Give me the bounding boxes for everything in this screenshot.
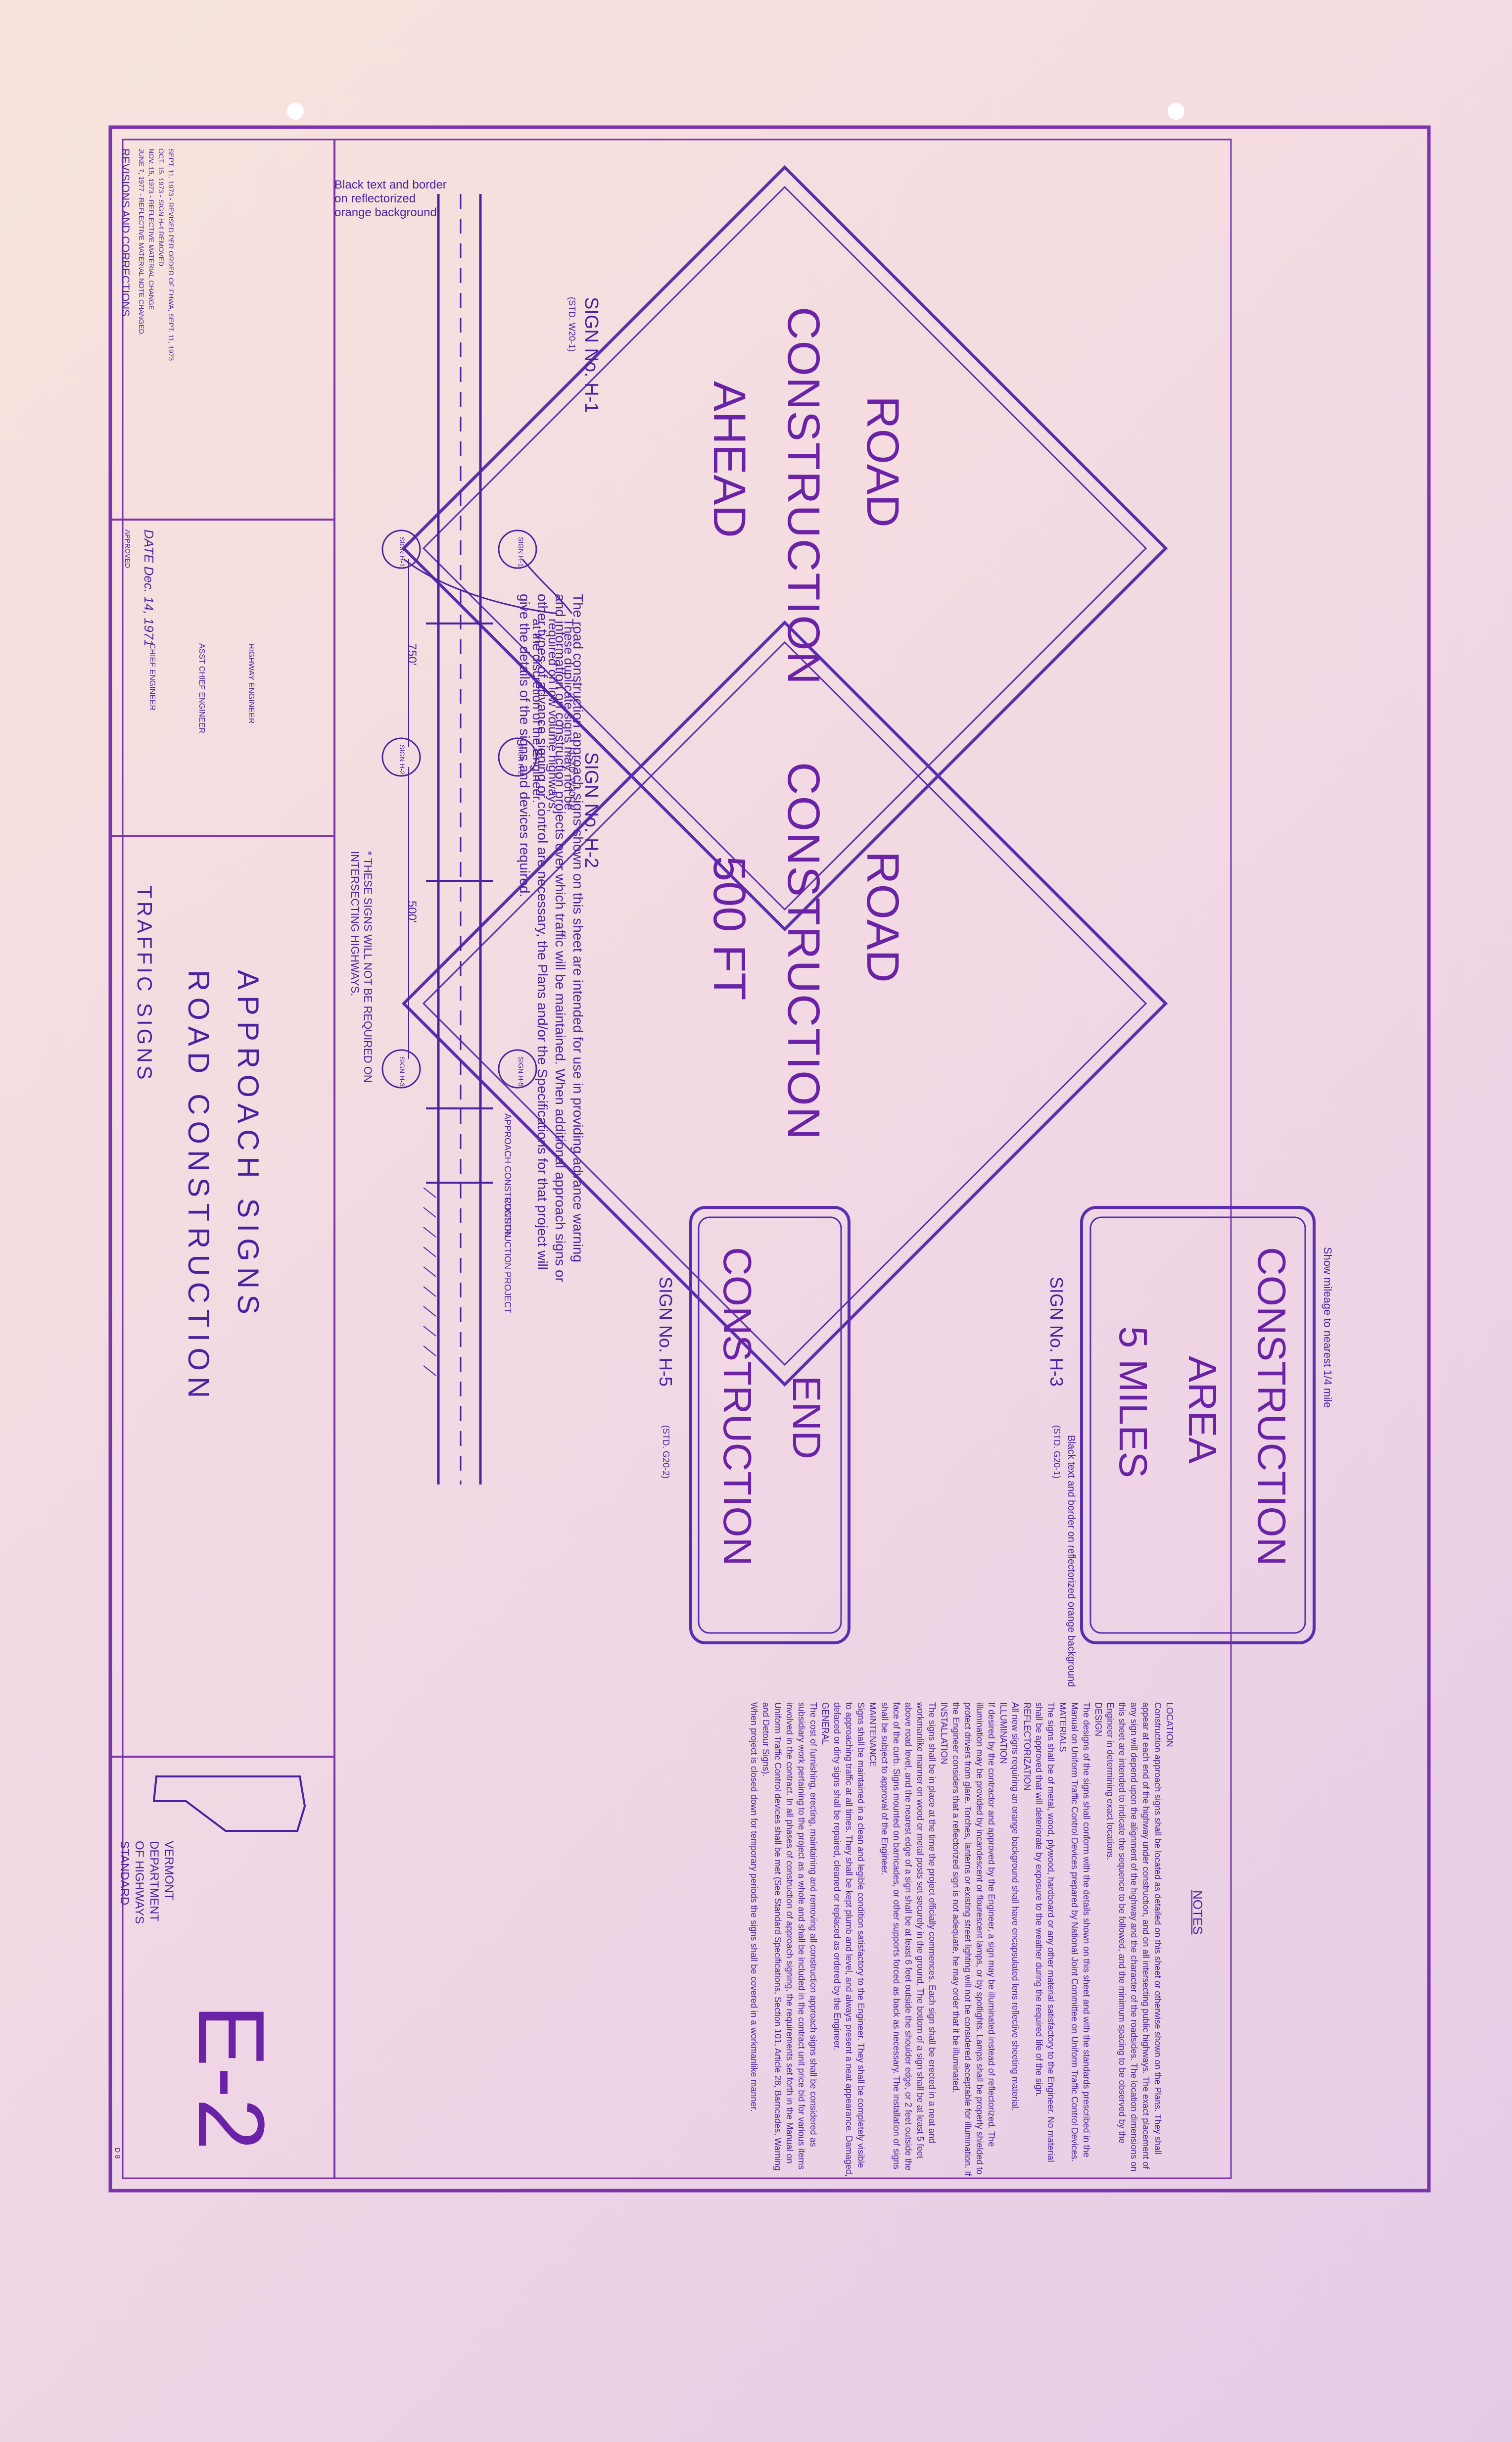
intersecting-note: * THESE SIGNS WILL NOT BE REQUIRED ON IN… xyxy=(349,851,374,1086)
duplicate-note-text: These duplicate signs may not be require… xyxy=(530,619,576,816)
department-name: VERMONT DEPARTMENT OF HIGHWAYS STANDARD xyxy=(118,1841,176,1924)
chief-engineer: CHIEF ENGINEER xyxy=(148,643,156,711)
sign-label-h1-top: SIGN H-1 xyxy=(517,537,525,567)
sign-h2-line1: ROAD xyxy=(857,851,908,983)
sign-h5-line2: CONSTRUCTION xyxy=(715,1247,759,1566)
sign-label-h3: SIGN H-3 xyxy=(398,1056,406,1087)
drawing-code: D-8 xyxy=(114,2148,122,2159)
notes-body: LOCATION Construction approach signs sha… xyxy=(749,1702,1175,2177)
approved-date: DATE Dec. 14, 1971 xyxy=(142,529,156,647)
sign-h3-line3: 5 MILES xyxy=(1111,1326,1155,1478)
sign-label-h5: SIGN H-5 xyxy=(517,1056,525,1087)
revisions-heading: REVISIONS AND CORRECTIONS xyxy=(119,148,132,317)
sign-h3-mileage: Show mileage to nearest 1/4 mile xyxy=(1322,1247,1334,1408)
notes-heading: NOTES xyxy=(1190,1890,1205,1935)
sheet-group: TRAFFIC SIGNS xyxy=(133,886,156,1083)
sign-h2-line2: CONSTRUCTION xyxy=(778,762,829,1141)
sign-h1-caption: SIGN No. H-1 xyxy=(581,297,602,413)
highway-engineer: HIGHWAY ENGINEER xyxy=(247,643,255,724)
punch-hole-right xyxy=(1168,103,1184,120)
sign-h3-line2: AREA xyxy=(1181,1356,1225,1464)
sign-h3-line1: CONSTRUCTION xyxy=(1250,1247,1294,1566)
punch-hole-left xyxy=(287,103,304,120)
construction-project-label: CONSTRUCTION PROJECT xyxy=(503,1197,513,1313)
distance-750: 750' xyxy=(405,643,419,666)
sign-h2-line3: 500 FT xyxy=(704,856,755,1001)
asst-chief-engineer: ASST CHIEF ENGINEER xyxy=(197,643,206,733)
sign-h1-note: Black text and border on reflectorized o… xyxy=(334,178,447,219)
sign-label-h1-bottom: SIGN H-1 xyxy=(398,537,406,567)
sign-h5-caption: SIGN No. H-5 xyxy=(656,1277,676,1387)
sign-h1-line1: ROAD xyxy=(857,396,908,527)
sign-h5-line1: END xyxy=(785,1376,829,1459)
approved-label: APPROVED xyxy=(124,529,132,568)
sign-label-h2-top: SIGN H-2 xyxy=(517,745,525,775)
sign-h3-std: (STD. G20-1) xyxy=(1052,1425,1062,1479)
distance-500: 500' xyxy=(405,901,419,923)
sheet-title-line2: APPROACH SIGNS xyxy=(232,970,265,1321)
sign-h1-std: (STD. W20-1) xyxy=(567,297,577,352)
sign-h1-line3: AHEAD xyxy=(704,381,755,538)
sheet-number: E-2 xyxy=(179,2004,284,2151)
sign-label-h2-bottom: SIGN H-2 xyxy=(398,745,406,775)
sign-h1-line2: CONSTRUCTION xyxy=(778,307,829,686)
sign-h3-note: Black text and border on reflectorized o… xyxy=(1066,1435,1077,1687)
sign-h3-caption: SIGN No. H-3 xyxy=(1046,1277,1067,1387)
revisions-body: SEPT. 11, 1973 - REVISED PER ORDER OF FH… xyxy=(138,148,175,361)
sheet-title-line1: ROAD CONSTRUCTION xyxy=(182,970,215,1404)
sign-h5-std: (STD. G20-2) xyxy=(661,1425,671,1479)
